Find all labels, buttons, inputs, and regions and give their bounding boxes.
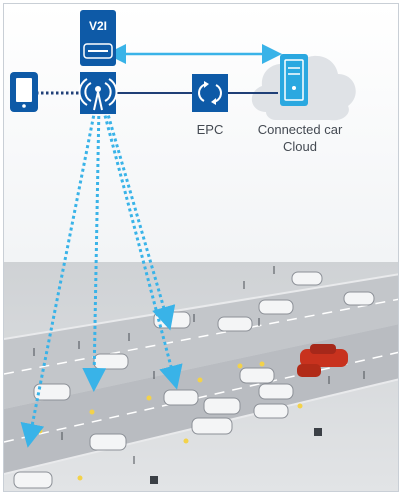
backhaul-links bbox=[36, 44, 282, 95]
highlighted-car bbox=[297, 344, 348, 377]
v2x-broadcast-links bbox=[20, 103, 183, 448]
smartphone-icon bbox=[10, 72, 38, 112]
server-icon bbox=[280, 54, 308, 106]
antenna-icon bbox=[78, 72, 118, 114]
highway-scene bbox=[4, 262, 398, 491]
epc-loop-icon bbox=[192, 74, 228, 112]
connected-car-cloud-label: Connected car Cloud bbox=[257, 122, 343, 154]
epc-label: EPC bbox=[196, 122, 224, 137]
diagram-frame: V2I EPC Connected car Cloud bbox=[3, 3, 399, 492]
v2i-unit-icon bbox=[80, 10, 116, 66]
diagram-canvas bbox=[4, 4, 398, 491]
v2i-label: V2I bbox=[88, 19, 107, 33]
